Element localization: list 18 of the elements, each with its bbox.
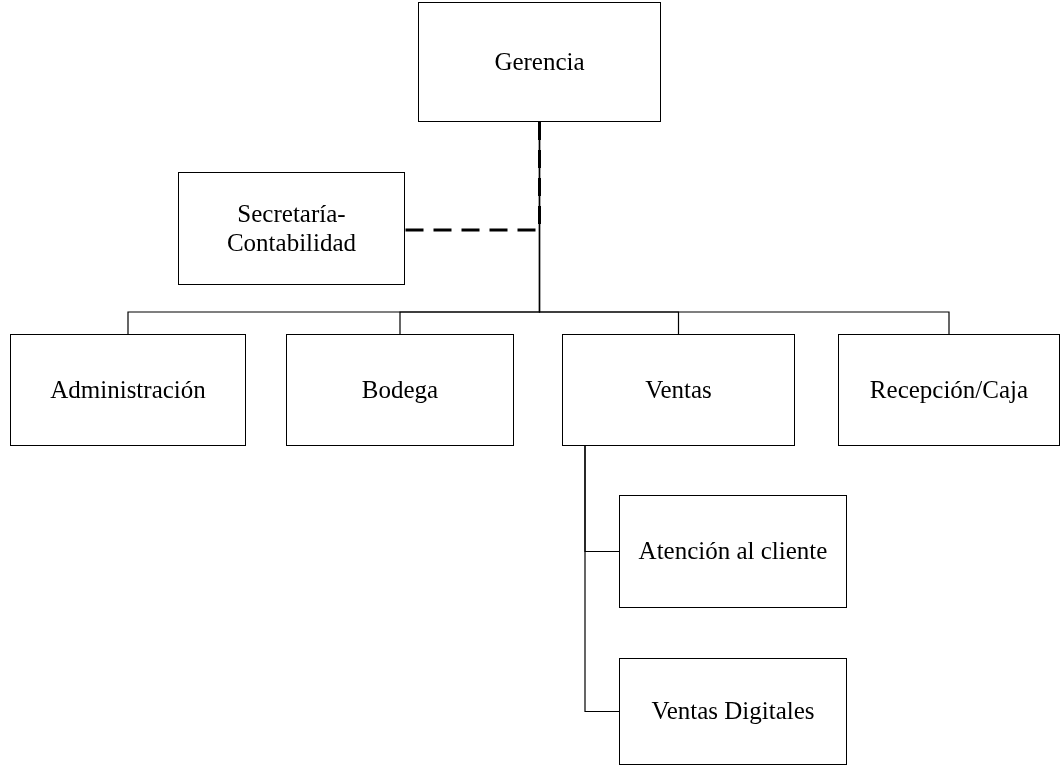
org-box: [619, 495, 847, 608]
box-label: Bodega: [361, 375, 439, 405]
box-label: Administración: [50, 375, 206, 405]
org-box: [10, 334, 246, 446]
box-label: Ventas: [645, 375, 712, 405]
box-label: Ventas Digitales: [651, 697, 815, 726]
box-label: Atención al cliente: [638, 537, 828, 566]
connector-line: [584, 445, 620, 713]
box-label: Gerencia: [494, 47, 585, 77]
org-box: [286, 334, 514, 446]
org-box: [562, 334, 795, 446]
org-box: [838, 334, 1060, 446]
org-box: [418, 2, 661, 122]
org-box: [619, 658, 847, 765]
org-box: [178, 172, 405, 285]
box-label: Secretaría- Contabilidad: [225, 199, 358, 258]
dashed-connector: [405, 122, 541, 232]
box-label: Recepción/Caja: [869, 375, 1029, 405]
